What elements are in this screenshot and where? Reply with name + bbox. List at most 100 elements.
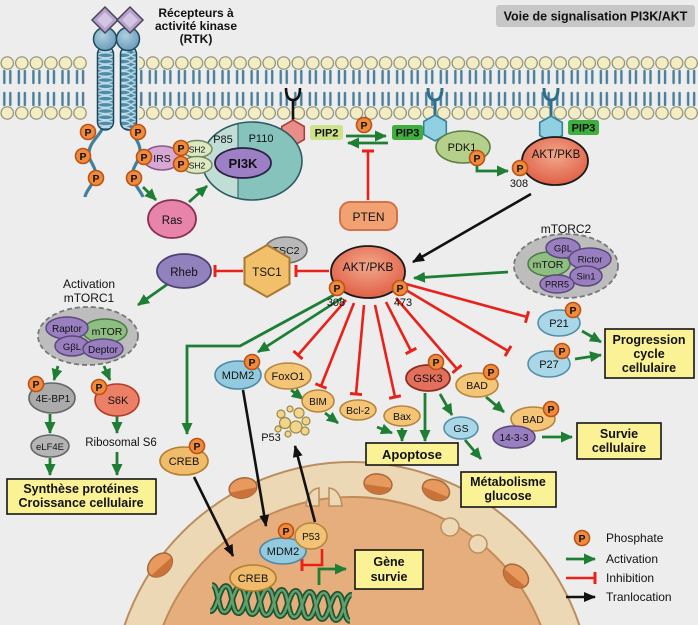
activation-mtorc2-akt — [413, 270, 509, 283]
plasma-membrane — [0, 54, 698, 147]
foxo1-node — [264, 362, 312, 390]
activation-bim-bcl2 — [324, 411, 339, 425]
metabolisme-line2: glucose — [484, 489, 531, 503]
phosphate-badge — [129, 123, 147, 141]
rheb-node — [156, 253, 212, 289]
activation-mtorc1-s6k — [100, 365, 112, 381]
phosphate-badge — [87, 169, 105, 187]
pip2-label: PIP2 — [315, 128, 339, 140]
activation-foxo1-bim — [290, 388, 304, 401]
phosphate-badge — [277, 522, 295, 540]
inner-membrane-notch — [468, 534, 488, 554]
activation-akt-creb — [181, 293, 335, 435]
irs-label: IRS — [153, 153, 171, 165]
sh2-bottom-label: SH2 — [189, 161, 206, 171]
metabolisme-line1: Métabolisme — [470, 475, 546, 489]
mtorc1-complex: Activation mTORC1 Raptor mTOR GβL Deptor… — [28, 277, 157, 458]
outcome-boxes: Synthèse protéines Croissance cellulaire… — [6, 328, 695, 590]
activation-bad-1433 — [485, 395, 505, 414]
translocation-mdm2-nucleus — [241, 389, 270, 527]
activation-mtorc1-4ebp1 — [51, 365, 63, 381]
mtorc1-deptor — [82, 338, 124, 360]
creb-cyto-label: CREB — [169, 456, 200, 468]
14-3-3-label: 14-3-3 — [500, 433, 529, 444]
p53-degraded-cluster — [274, 405, 311, 438]
progression-box — [604, 328, 695, 379]
bax-label: Bax — [393, 411, 412, 423]
rtk-tail-left — [83, 125, 106, 198]
mtorc1-title-line1: Activation — [63, 277, 115, 291]
inhibition-akt-bax — [373, 304, 402, 400]
rtk-receptor — [83, 5, 145, 198]
mtorc2-complex: mTORC2 GβL Rictor mTOR Sin1 PRR5 — [513, 222, 619, 299]
gs-node — [443, 416, 479, 440]
legend-phosphate-label: Phosphate — [606, 531, 664, 545]
phosphate-badge — [135, 148, 153, 166]
bim-label: BIM — [309, 397, 327, 408]
pip3-badge-left — [392, 125, 423, 140]
bim-node — [301, 389, 335, 413]
pi3k-node — [214, 147, 272, 179]
phosphate-badge — [391, 279, 409, 297]
inhibition-akt-foxo1 — [292, 299, 347, 361]
inhibition-akt-p27 — [405, 288, 513, 357]
activation-dna-gene-survie — [317, 563, 347, 585]
pip2-badge — [310, 125, 343, 140]
progression-line1: Progression — [613, 333, 686, 347]
bcl2-label: Bcl-2 — [346, 405, 370, 417]
activation-rheb-mtorc1 — [137, 279, 173, 307]
inner-membrane-notch — [440, 517, 460, 537]
gene-line1: Gène — [373, 555, 404, 569]
sh2-top-label: SH2 — [189, 145, 206, 155]
activation-irs-ras — [142, 186, 157, 201]
ras-label: Ras — [162, 215, 183, 227]
phosphate-badge — [564, 301, 582, 319]
rtk-label-line2: activité kinase — [155, 19, 237, 33]
phosphate-badge — [468, 149, 486, 167]
apoptose-label: Apoptose — [382, 447, 442, 462]
activation-gsk3-gs — [438, 393, 454, 416]
rtk-tail-right — [127, 125, 145, 198]
mtorc2-mtor-label: mTOR — [533, 259, 564, 271]
gs-label: GS — [453, 423, 468, 435]
p27-label: P27 — [539, 359, 559, 371]
mtorc2-gbl-label: GβL — [554, 244, 572, 255]
connectors — [44, 130, 602, 585]
title-badge — [496, 5, 695, 27]
nuclear-pore — [228, 477, 258, 499]
ras-node — [147, 199, 197, 239]
inhibition-p53-gene — [300, 549, 324, 571]
activation-pdk1-akt — [475, 165, 509, 177]
phosphate-badge — [125, 169, 143, 187]
ligand-diamond-left-inner — [97, 12, 113, 28]
p110-label: P110 — [249, 133, 274, 145]
ribosomal-s6-label: Ribosomal S6 — [85, 437, 157, 449]
phosphate-badge — [188, 437, 206, 455]
survie-box — [576, 422, 662, 460]
mtorc1-title-line2: mTORC1 — [64, 291, 115, 305]
progression-line3: cellulaire — [622, 361, 676, 375]
inhibition-akt-bad — [395, 297, 463, 375]
page-title: Voie de signalisation PI3K/AKT — [504, 10, 688, 24]
akt-site-473: 473 — [394, 297, 412, 309]
pten-node — [339, 201, 398, 231]
p53-cyto-label: P53 — [261, 432, 281, 444]
ligand-diamond-right-inner — [122, 12, 138, 28]
s6k-node — [94, 383, 140, 417]
elf4e-node — [30, 434, 70, 458]
mtorc2-sin1-label: Sin1 — [576, 272, 595, 283]
rtk-helix-left — [96, 45, 115, 131]
bad-lower-label: BAD — [522, 414, 544, 426]
tsc1-label: TSC1 — [252, 267, 281, 279]
phosphate-badge — [172, 139, 190, 157]
gene-survie-box — [354, 549, 424, 590]
activation-ras-pi3k — [188, 184, 208, 204]
akt-membrane-site: 308 — [510, 178, 528, 190]
mtorc2-prr5 — [539, 274, 575, 294]
inhibition-akt-gsk3 — [384, 301, 418, 356]
rtk-label-line3: (RTK) — [180, 32, 213, 46]
pip3-left-label: PIP3 — [396, 128, 420, 140]
nuclear-nodes: MDM2 P53 CREB — [229, 522, 328, 592]
nuclear-pore — [363, 473, 393, 495]
